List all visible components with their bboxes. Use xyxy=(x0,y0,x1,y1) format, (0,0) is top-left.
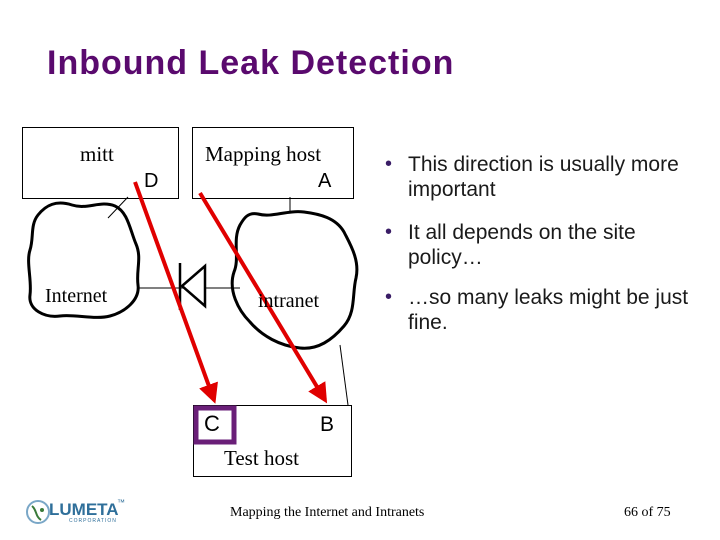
bullet-marker-icon: • xyxy=(385,286,393,308)
lumeta-logo: LUMETA ™ CORPORATION xyxy=(25,498,125,526)
page-number: 66 of 75 xyxy=(624,505,671,520)
mapping-host-label: Mapping host xyxy=(205,142,322,166)
b-label: B xyxy=(320,413,335,436)
leak-arrow-a-to-b xyxy=(198,191,328,404)
footer-text: Mapping the Internet and Intranets xyxy=(230,505,425,520)
internet-cloud xyxy=(27,201,141,319)
intranet-label: intranet xyxy=(258,290,320,312)
logo-tm: ™ xyxy=(117,498,125,507)
leak-arrow-d-to-c xyxy=(133,181,218,404)
mitt-box xyxy=(22,127,179,199)
test-host-label: Test host xyxy=(224,446,299,470)
internet-label: Internet xyxy=(45,285,108,307)
mapping-host-box xyxy=(192,127,354,199)
bullet-item: • …so many leaks might be just fine. xyxy=(385,285,705,335)
bullet-text: It all depends on the site policy… xyxy=(408,221,636,269)
mitt-label: mitt xyxy=(80,142,114,166)
bullet-item: • This direction is usually more importa… xyxy=(385,152,705,202)
bullet-marker-icon: • xyxy=(385,221,393,243)
firewall-icon xyxy=(178,263,207,310)
bullet-text: …so many leaks might be just fine. xyxy=(408,286,689,334)
c-highlight-square xyxy=(193,405,237,445)
bullet-list: • This direction is usually more importa… xyxy=(385,152,705,349)
c-label: C xyxy=(204,411,220,436)
a-label: A xyxy=(318,170,332,192)
bullet-text: This direction is usually more important xyxy=(408,153,679,201)
intranet-cloud xyxy=(230,210,359,350)
lumeta-logo-icon xyxy=(26,500,50,524)
logo-wordmark: LUMETA xyxy=(49,500,119,519)
intranet-testhost-link xyxy=(339,344,349,406)
d-label: D xyxy=(144,170,159,192)
mitt-internet-link xyxy=(107,196,129,219)
bullet-item: • It all depends on the site policy… xyxy=(385,220,705,270)
bullet-marker-icon: • xyxy=(385,153,393,175)
logo-subtext: CORPORATION xyxy=(69,518,117,524)
slide-title: Inbound Leak Detection xyxy=(47,44,455,82)
